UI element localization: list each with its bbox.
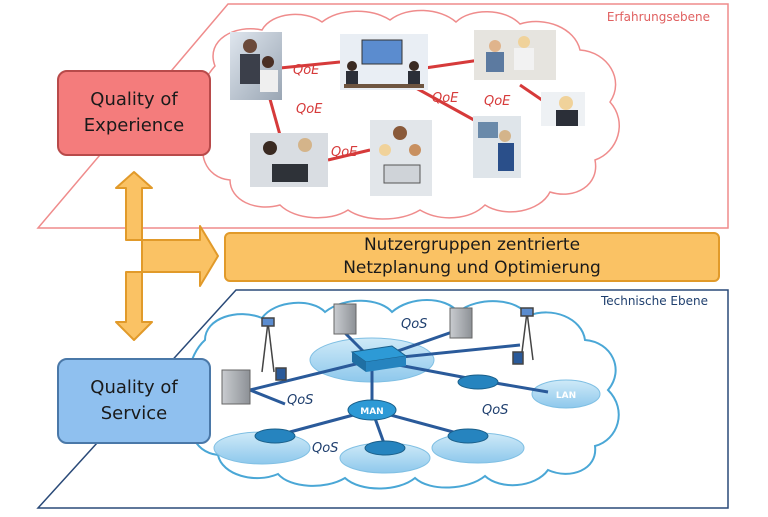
qos-label-3: QoS xyxy=(482,403,508,418)
router-right xyxy=(457,374,499,390)
qoe-box-line2: Experience xyxy=(83,115,185,136)
user-photo-meeting xyxy=(340,34,428,90)
user-photo-phone xyxy=(541,92,585,126)
server-top xyxy=(333,303,357,335)
user-photo-family xyxy=(474,30,556,80)
man-node xyxy=(347,399,397,421)
router-far-right xyxy=(447,428,489,444)
lan-label: LAN xyxy=(556,391,576,401)
server-left xyxy=(221,369,251,405)
man-label: MAN xyxy=(360,407,383,417)
core-switch xyxy=(350,345,408,372)
cell-tower-right xyxy=(512,307,534,365)
qoe-label-1: QoE xyxy=(293,63,320,78)
qoe-label-3: QoE xyxy=(484,94,511,109)
user-photo-students xyxy=(370,120,432,196)
router-center xyxy=(364,440,406,456)
center-line2: Netzplanung und Optimierung xyxy=(343,258,601,278)
qoe-label-4: QoE xyxy=(296,102,323,117)
qoe-box-line1: Quality of xyxy=(90,89,178,110)
qos-label-1: QoS xyxy=(401,317,427,332)
router-left xyxy=(254,428,296,444)
qos-box-line1: Quality of xyxy=(90,377,178,398)
qoe-label-5: QoE xyxy=(331,145,358,160)
center-planning-box: Nutzergruppen zentrierte Netzplanung und… xyxy=(224,232,720,282)
user-photo-laptop xyxy=(250,133,328,187)
quality-of-experience-box: Quality of Experience xyxy=(57,70,211,156)
user-photo-office xyxy=(230,32,282,100)
center-line1: Nutzergruppen zentrierte xyxy=(363,235,581,255)
cell-tower-left xyxy=(261,317,287,381)
bidirectional-arrow xyxy=(115,171,219,341)
user-photo-technician xyxy=(473,116,521,178)
qoe-label-2: QoE xyxy=(432,91,459,106)
qos-label-4: QoS xyxy=(312,441,338,456)
lan-cloud xyxy=(531,379,601,409)
quality-of-service-box: Quality of Service xyxy=(57,358,211,444)
server-right xyxy=(449,307,473,339)
qos-label-2: QoS xyxy=(287,393,313,408)
experience-layer-label: Erfahrungsebene xyxy=(606,10,710,24)
qos-box-line2: Service xyxy=(100,403,168,424)
technical-layer-label: Technische Ebene xyxy=(600,294,708,308)
qoe-links xyxy=(266,58,543,162)
